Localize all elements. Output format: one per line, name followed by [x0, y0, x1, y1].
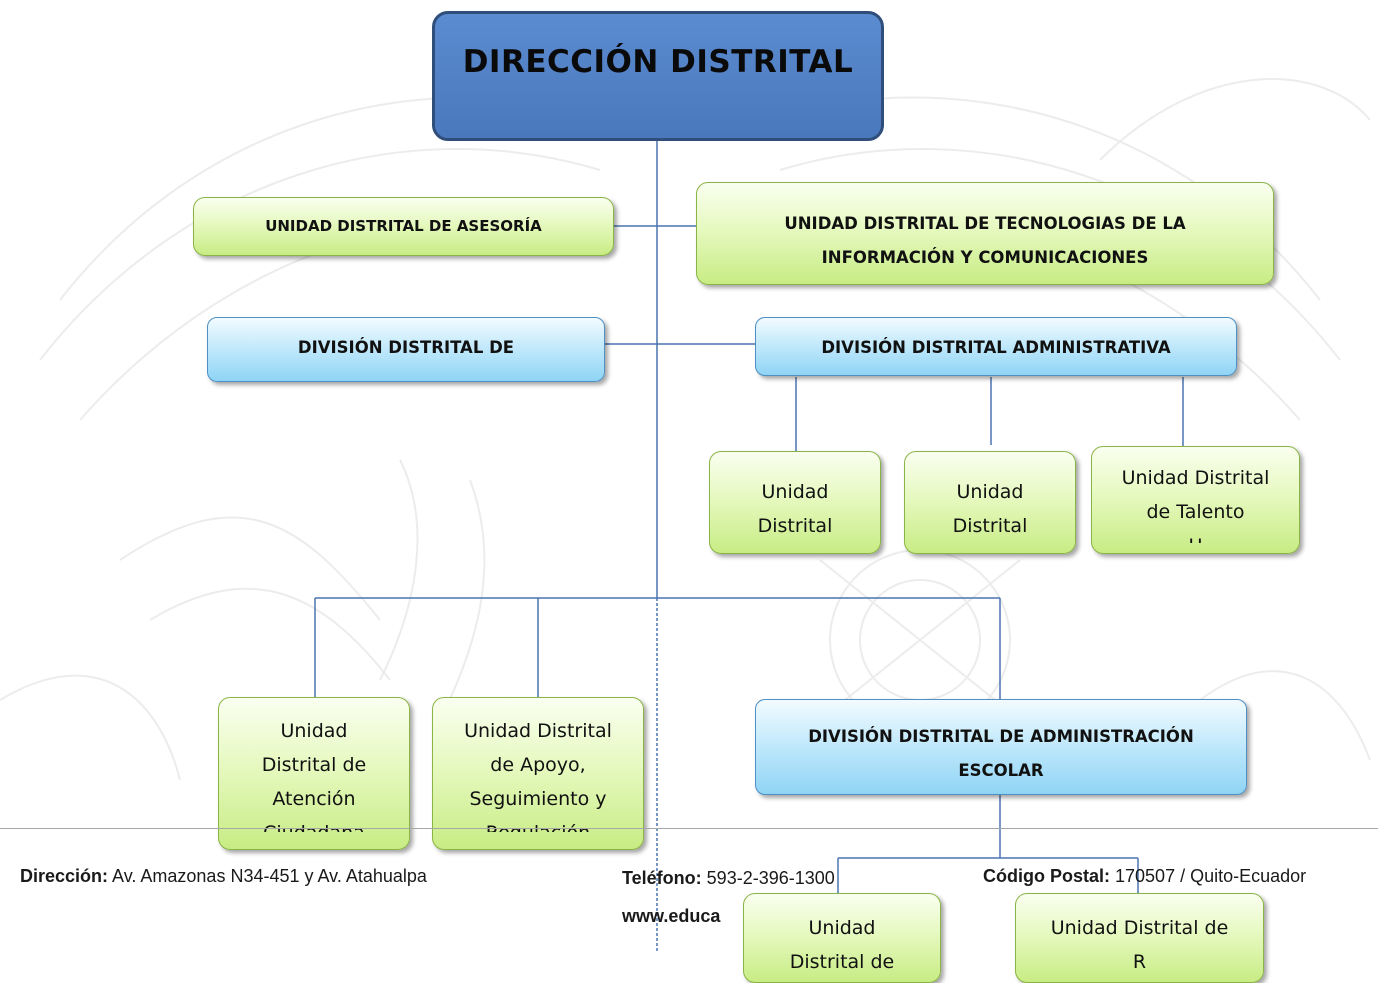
- footer-website-link[interactable]: www.educa: [622, 906, 720, 927]
- division-administrativa-label: DIVISIÓN DISTRITAL ADMINISTRATIVA: [821, 338, 1171, 357]
- admin-unit-2-line2: Distrital: [952, 515, 1028, 537]
- footer-telefono-label: Teléfono:: [622, 868, 702, 888]
- footer-direccion-label: Dirección:: [20, 866, 109, 886]
- footer-divider: [0, 828, 1378, 829]
- footer-telefono-value: 593-2-396-1300: [706, 868, 835, 888]
- footer-postal-label: Código Postal:: [983, 866, 1110, 886]
- unidad-tics-line2: INFORMACIÓN Y COMUNICACIONES: [821, 247, 1149, 267]
- direccion-distrital-box: DIRECCIÓN DISTRITAL: [432, 11, 884, 141]
- admin-unit-2: Unidad Distrital: [904, 451, 1076, 554]
- admin-unit-1-line1: Unidad: [761, 481, 829, 503]
- division-escolar-line2: ESCOLAR: [958, 760, 1044, 780]
- admin-unit-2-line1: Unidad: [956, 481, 1024, 503]
- unidad-asesoria-box: UNIDAD DISTRITAL DE ASESORÍA: [193, 197, 614, 256]
- unidad-atencion-line2: Distrital de: [261, 754, 367, 776]
- org-chart-connectors: [314, 141, 1184, 953]
- unidad-apoyo-line1: Unidad Distrital: [464, 720, 612, 742]
- division-administrativa-box: DIVISIÓN DISTRITAL ADMINISTRATIVA: [755, 317, 1237, 376]
- unidad-atencion-line1: Unidad: [280, 720, 348, 742]
- footer-website-text[interactable]: www.educa: [622, 906, 721, 926]
- footer-codigo-postal: Código Postal: 170507 / Quito-Ecuador: [983, 866, 1306, 887]
- unidad-tics-line1: UNIDAD DISTRITAL DE TECNOLOGIAS DE LA: [784, 213, 1186, 233]
- admin-unit-1: Unidad Distrital: [709, 451, 881, 554]
- escolar-unit-2-line2: R: [1132, 951, 1147, 973]
- admin-unit-talento-line2: de Talento: [1146, 501, 1245, 523]
- footer-direccion-value: Av. Amazonas N34-451 y Av. Atahualpa: [112, 866, 427, 886]
- escolar-unit-2: Unidad Distrital de R: [1015, 893, 1264, 983]
- footer-telefono: Teléfono: 593-2-396-1300: [622, 868, 835, 889]
- unidad-atencion-line3: Atención: [272, 788, 356, 810]
- escolar-unit-2-line1: Unidad Distrital de: [1050, 917, 1229, 939]
- division-administracion-escolar-box: DIVISIÓN DISTRITAL DE ADMINISTRACIÓN ESC…: [755, 699, 1247, 795]
- direccion-distrital-title: DIRECCIÓN DISTRITAL: [462, 44, 854, 80]
- unidad-atencion-ciudadana: Unidad Distrital de Atención Ciudadana: [218, 697, 410, 850]
- division-escolar-line1: DIVISIÓN DISTRITAL DE ADMINISTRACIÓN: [808, 726, 1194, 746]
- unidad-apoyo-seguimiento: Unidad Distrital de Apoyo, Seguimiento y…: [432, 697, 644, 850]
- footer-postal-value: 170507 / Quito-Ecuador: [1115, 866, 1307, 886]
- admin-unit-1-line2: Distrital: [757, 515, 833, 537]
- escolar-unit-1-line1: Unidad: [808, 917, 876, 939]
- unidad-asesoria-label: UNIDAD DISTRITAL DE ASESORÍA: [265, 217, 542, 235]
- unidad-apoyo-line2: de Apoyo,: [490, 754, 586, 776]
- division-planificacion-label: DIVISIÓN DISTRITAL DE: [297, 338, 515, 357]
- admin-unit-talento-line1: Unidad Distrital: [1121, 467, 1270, 489]
- unidad-tics-box: UNIDAD DISTRITAL DE TECNOLOGIAS DE LA IN…: [696, 182, 1274, 285]
- escolar-unit-1-line2: Distrital de: [789, 951, 895, 973]
- unidad-atencion-line4: Ciudadana: [263, 816, 365, 832]
- unidad-apoyo-line4: Regulación: [486, 816, 590, 832]
- escolar-unit-1: Unidad Distrital de: [743, 893, 941, 983]
- unidad-apoyo-line3: Seguimiento y: [469, 788, 607, 810]
- admin-unit-talento: Unidad Distrital de Talento H: [1091, 446, 1300, 554]
- admin-unit-talento-line3: H: [1188, 529, 1202, 543]
- division-planificacion-box: DIVISIÓN DISTRITAL DE: [207, 317, 605, 382]
- footer-direccion: Dirección: Av. Amazonas N34-451 y Av. At…: [20, 866, 427, 887]
